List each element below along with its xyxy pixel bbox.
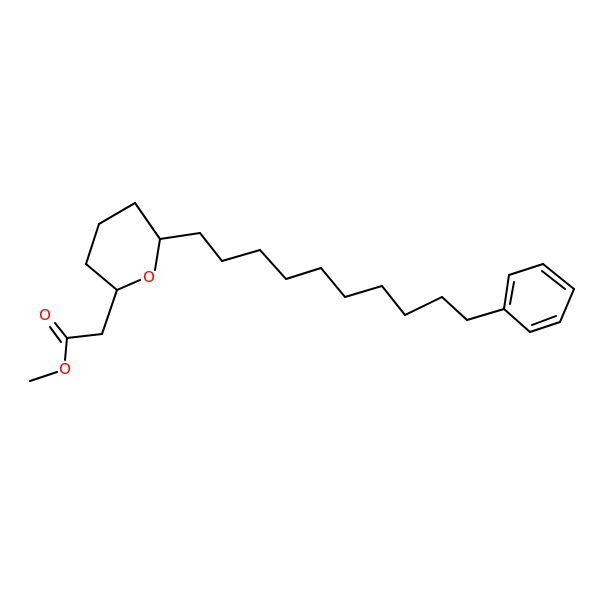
- ring-bond-c5-c4: [98, 202, 136, 225]
- bond-c2-ch2: [101, 289, 118, 335]
- bond-ester-o-methyl: [29, 371, 58, 382]
- ring-oxygen-label: O: [143, 268, 155, 286]
- atom-labels: O O O: [39, 268, 155, 378]
- chain-bond-1: [159, 232, 201, 240]
- chain-bond-6: [320, 267, 346, 298]
- bond-carbonyl-ester-o: [64, 337, 68, 361]
- bonds: [29, 202, 575, 382]
- ring-bond-c2-o: [116, 279, 141, 291]
- chain-bond-8: [381, 285, 406, 316]
- phenyl-bond-5: [508, 263, 544, 276]
- ester-oxygen-label: O: [59, 360, 71, 378]
- ring-bond-c4-c3: [85, 223, 100, 265]
- phenyl-bond-1: [503, 308, 531, 333]
- chain-bond-11: [466, 308, 505, 321]
- chain-bond-5: [285, 267, 322, 280]
- bond-ch2-carbonyl: [66, 333, 103, 339]
- ring-bond-o-c6: [154, 238, 161, 271]
- chain-bond-10: [441, 296, 468, 321]
- chain-bond-2: [199, 232, 223, 262]
- phenyl-inner-double-2: [541, 270, 566, 290]
- phenyl-bond-2: [529, 321, 561, 333]
- phenyl-inner-double-3: [509, 281, 515, 305]
- chain-bond-7: [344, 285, 383, 298]
- phenyl-bond-4: [542, 263, 575, 290]
- phenyl-inner-double-1: [531, 315, 557, 326]
- bond-carbonyl-double-a: [54, 322, 68, 339]
- ring-bond-c3-c2: [85, 263, 118, 291]
- phenyl-bond-3: [559, 288, 575, 323]
- phenyl-bond-6: [503, 274, 510, 310]
- chain-bond-3: [221, 249, 261, 262]
- chain-bond-9: [404, 296, 443, 316]
- carbonyl-oxygen-label: O: [39, 306, 51, 324]
- bond-carbonyl-double-b: [49, 326, 62, 343]
- chain-bond-4: [259, 249, 287, 280]
- ring-bond-c6-c5: [134, 202, 161, 240]
